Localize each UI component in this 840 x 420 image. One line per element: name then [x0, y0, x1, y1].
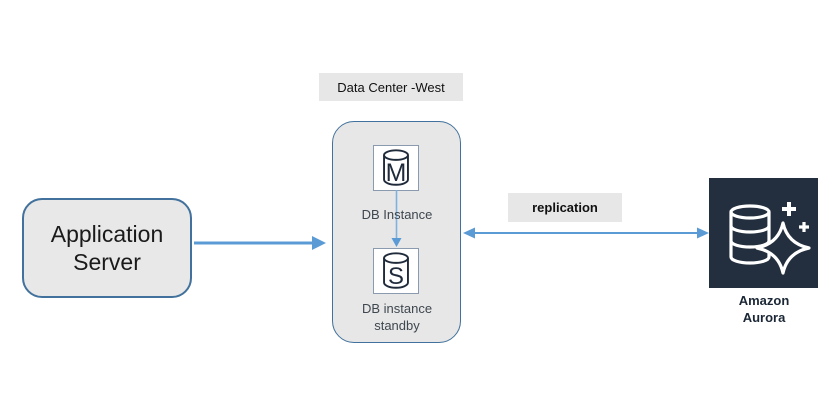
db-standby-label: DB instance standby — [361, 301, 433, 333]
sparkle-star-icon — [755, 221, 811, 275]
plus-small-icon — [799, 222, 809, 232]
arrow-down-head-icon — [391, 238, 402, 247]
replication-arrow — [463, 227, 709, 239]
db-primary-icon: M — [373, 145, 419, 191]
db-primary-letter: M — [386, 159, 407, 187]
arrow-right-head-icon — [697, 227, 709, 239]
application-server-box: Application Server — [22, 198, 192, 298]
amazon-aurora-box — [709, 178, 818, 288]
plus-icon — [782, 202, 796, 216]
arrow-right-head-icon — [312, 236, 326, 250]
primary-to-standby-arrow — [391, 190, 402, 247]
app-to-datacenter-arrow — [194, 236, 326, 250]
datacenter-title-label: Data Center -West — [319, 73, 463, 101]
db-standby-letter: S — [388, 263, 404, 290]
application-server-label: Application Server — [50, 221, 164, 275]
db-standby-icon: S — [373, 248, 419, 294]
arrow-left-head-icon — [463, 227, 475, 239]
aurora-database-sparkle-icon — [729, 202, 811, 275]
amazon-aurora-label: Amazon Aurora — [738, 293, 790, 325]
replication-label: replication — [508, 193, 622, 222]
db-primary-label: DB Instance — [361, 207, 433, 222]
database-cylinder-m-icon: M — [383, 149, 409, 187]
database-cylinder-s-icon: S — [383, 252, 409, 290]
